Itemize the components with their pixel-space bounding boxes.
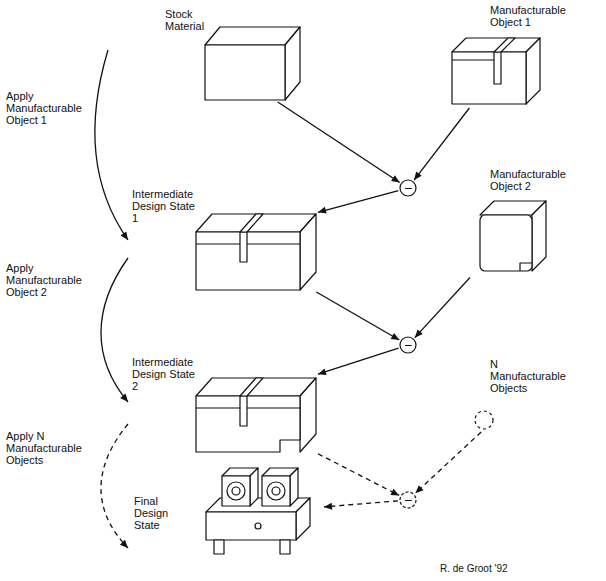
- arrow-head: [318, 368, 327, 375]
- step-label: Apply Manufacturable Object 1: [6, 90, 86, 126]
- arrow-head: [390, 489, 399, 496]
- manufacturable-object: Manufacturable Object 1: [440, 2, 580, 108]
- arrow-line: [101, 424, 128, 548]
- arrow-line: [95, 50, 128, 240]
- manufacturable-object: Manufacturable Object 2: [470, 166, 572, 278]
- node-label: Intermediate Design State 1: [132, 188, 196, 224]
- operator-sign: −: [399, 491, 417, 509]
- arrow-line: [278, 102, 400, 182]
- process-arrow: [95, 50, 128, 240]
- operator-outline: [400, 492, 416, 508]
- stock-material: Stock Material: [108, 6, 302, 102]
- state-2-part: [196, 378, 316, 452]
- step-label-box: Apply N Manufacturable Objects: [6, 430, 86, 466]
- object-1-plate: [452, 38, 540, 104]
- process-arrow: [324, 501, 398, 510]
- arrow-head: [391, 333, 400, 340]
- process-arrow: [414, 108, 469, 180]
- arrow-head: [415, 485, 423, 493]
- step-label-box: Apply Manufacturable Object 1: [6, 90, 86, 126]
- arrow-line: [415, 278, 470, 338]
- final-design-state: Final Design State: [128, 462, 324, 568]
- process-arrow: [318, 454, 399, 496]
- arrow-head: [120, 540, 128, 548]
- process-arrow: [316, 292, 399, 340]
- arrow-line: [316, 292, 399, 340]
- subtract-operator: −: [399, 491, 417, 509]
- arrow-head: [415, 329, 423, 337]
- node-label: Final Design State: [134, 495, 168, 531]
- process-arrow: [318, 348, 398, 375]
- arrow-line: [324, 501, 398, 507]
- subtract-operator: −: [399, 179, 417, 197]
- arrow-head: [120, 394, 128, 402]
- arrow-head: [391, 175, 400, 182]
- process-arrow: [318, 191, 398, 214]
- design-state: Intermediate Design State 1: [128, 184, 318, 292]
- step-label-box: Apply Manufacturable Object 2: [6, 262, 86, 298]
- design-state: Intermediate Design State 2: [128, 352, 318, 458]
- arrow-line: [415, 432, 481, 493]
- process-arrow: [101, 424, 128, 548]
- operator-sign: −: [399, 179, 417, 197]
- node-label: Manufacturable Object 1: [490, 4, 574, 28]
- arrow-head: [318, 207, 327, 214]
- process-arrow: [278, 102, 400, 182]
- final-part: [206, 468, 310, 554]
- n-objects-circle: [475, 411, 493, 429]
- arrow-line: [318, 454, 399, 496]
- process-arrow: [101, 258, 128, 402]
- operator-outline: [400, 337, 416, 353]
- arrow-line: [318, 191, 398, 213]
- step-label: Apply Manufacturable Object 2: [6, 262, 86, 298]
- arrow-line: [101, 258, 128, 402]
- node-label: Stock Material: [165, 8, 204, 32]
- node-label: Manufacturable Object 2: [490, 168, 570, 192]
- arrow-head: [414, 172, 422, 180]
- arrow-line: [414, 108, 469, 180]
- step-label: Apply N Manufacturable Objects: [6, 430, 86, 466]
- manufacturable-objects: N Manufacturable Objects: [472, 356, 572, 432]
- operator-sign: −: [399, 336, 417, 354]
- subtract-operator: −: [399, 336, 417, 354]
- operator-outline: [400, 180, 416, 196]
- credit-box: R. de Groot '92: [440, 563, 508, 575]
- arrow-head: [324, 503, 332, 510]
- node-label: Intermediate Design State 2: [132, 356, 196, 392]
- state-1-part: [196, 214, 316, 290]
- object-2-block: [480, 201, 546, 271]
- stock-block: [205, 27, 300, 100]
- arrow-head: [121, 231, 128, 240]
- process-arrow: [415, 278, 470, 338]
- process-arrow: [415, 432, 481, 493]
- arrow-line: [318, 348, 398, 374]
- node-label: N Manufacturable Objects: [490, 358, 566, 394]
- author-credit: R. de Groot '92: [440, 563, 508, 575]
